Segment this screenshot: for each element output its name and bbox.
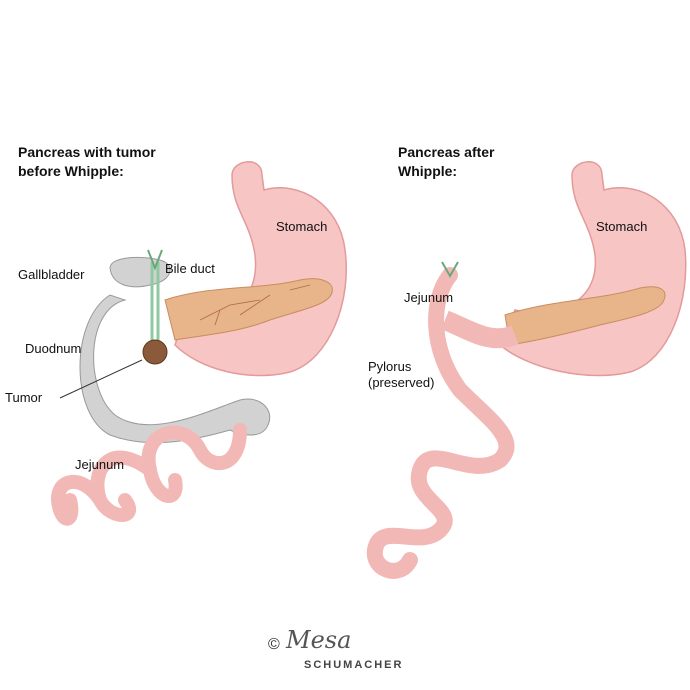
logo-name: SCHUMACHER — [304, 659, 404, 671]
label-jejunum-right: Jejunum — [404, 290, 454, 305]
gallbladder — [109, 256, 171, 288]
tumor — [142, 339, 168, 365]
jejunum-left — [51, 423, 247, 526]
label-pylorus-line2: (preserved) — [368, 375, 435, 390]
logo-script: Mesa — [286, 626, 352, 654]
bile-duct — [150, 262, 160, 340]
pancreas-right — [504, 286, 666, 346]
right-title-line2: Whipple: — [398, 163, 458, 179]
label-stomach-right: Stomach — [596, 219, 648, 234]
copyright-symbol: © — [268, 636, 280, 653]
stomach-right — [499, 161, 687, 377]
right-title-line1: Pancreas after — [398, 144, 495, 160]
label-stomach-left: Stomach — [276, 219, 328, 234]
left-title-line2: before Whipple: — [18, 163, 124, 179]
jejunum-right — [366, 267, 515, 579]
label-bile-duct: Bile duct — [165, 261, 215, 276]
label-duodenum: Duodnum — [25, 341, 82, 356]
label-gallbladder: Gallbladder — [18, 267, 85, 282]
label-jejunum-left: Jejunum — [75, 457, 125, 472]
label-tumor: Tumor — [5, 390, 43, 405]
label-pylorus-line1: Pylorus — [368, 359, 412, 374]
left-title-line1: Pancreas with tumor — [18, 144, 156, 160]
duodenum — [79, 294, 271, 444]
